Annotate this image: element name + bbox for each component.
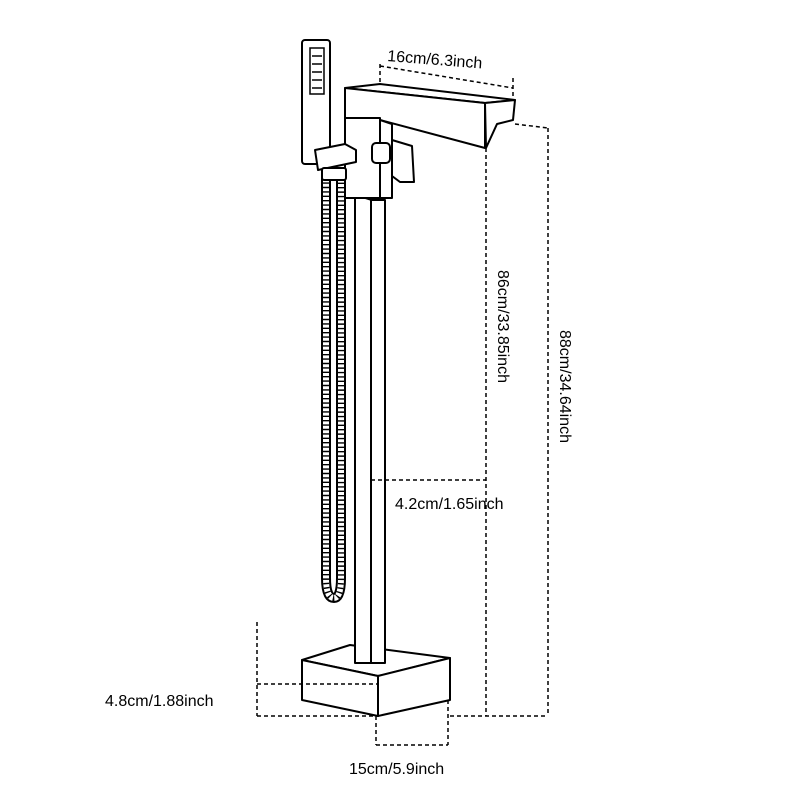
hand-shower: [301, 39, 357, 171]
base-width-label: 15cm/5.9inch: [349, 761, 444, 778]
dimension-lines: [256, 64, 549, 746]
shower-hose: [321, 167, 347, 604]
total-height-label: 88cm/34.64inch: [556, 330, 573, 443]
spout-height-label: 86cm/33.85inch: [494, 270, 511, 383]
spout: [344, 83, 516, 199]
pipe-width-label: 4.2cm/1.65inch: [395, 496, 504, 513]
base-height-label: 4.8cm/1.88inch: [105, 693, 214, 710]
floor-base: [301, 644, 451, 717]
mixer-handle: [371, 139, 415, 183]
main-pipe: [354, 194, 386, 664]
